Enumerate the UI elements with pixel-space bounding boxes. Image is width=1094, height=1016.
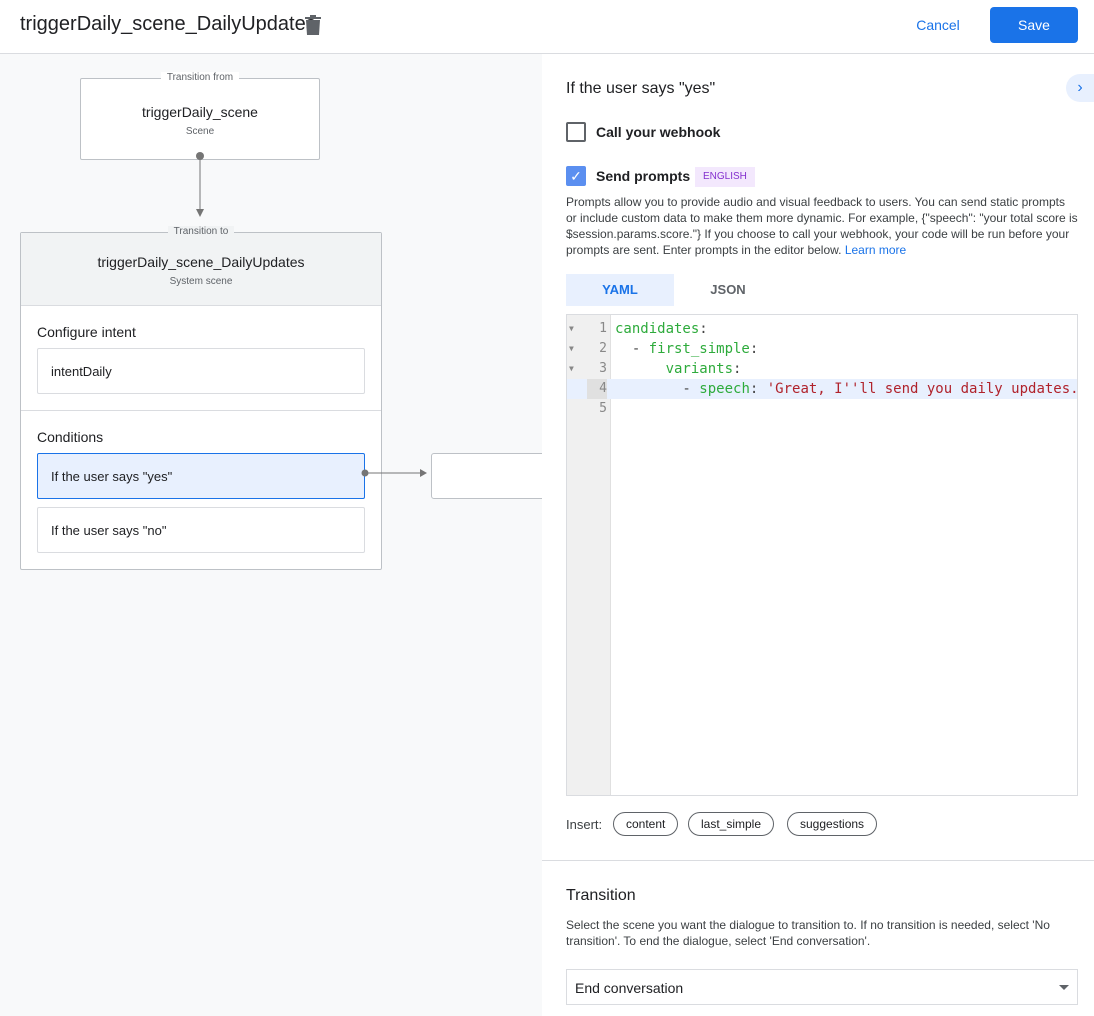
transition-heading: Transition — [566, 887, 636, 904]
transition-to-node: Transition to triggerDaily_scene_DailyUp… — [20, 226, 382, 570]
condition-no[interactable]: If the user says "no" — [37, 507, 365, 553]
tab-yaml[interactable]: YAML — [566, 274, 674, 306]
code-key: speech — [699, 381, 750, 397]
top-bar: triggerDaily_scene_DailyUpdates Cancel S… — [0, 0, 1094, 54]
page-title: triggerDaily_scene_DailyUpdates — [20, 13, 316, 35]
code-key: first_simple — [648, 341, 750, 357]
line-number: 4 — [587, 379, 607, 399]
code-punct: : — [733, 361, 742, 377]
to-scene-type: System scene — [169, 276, 233, 287]
code-key: variants — [665, 361, 734, 377]
connector-arrow — [196, 152, 204, 217]
fold-icon[interactable]: ▼ — [569, 364, 574, 373]
line-number: 3 — [599, 361, 607, 376]
code-punct: : — [749, 341, 759, 357]
dropdown-arrow-icon — [1059, 985, 1069, 995]
code-indent: - — [615, 381, 700, 397]
line-number: 5 — [599, 401, 607, 416]
learn-more-link[interactable]: Learn more — [844, 243, 907, 257]
send-prompts-label: Send prompts — [596, 168, 691, 184]
transition-from-label: Transition from — [160, 72, 240, 83]
code-key: candidates — [615, 321, 700, 337]
transition-select-value: End conversation — [575, 980, 684, 996]
transition-select[interactable]: End conversation — [566, 969, 1078, 1005]
from-scene-type: Scene — [185, 126, 215, 137]
transition-description: Select the scene you want the dialogue t… — [566, 918, 1050, 948]
prompts-description: Prompts allow you to provide audio and v… — [566, 194, 1078, 258]
tab-json[interactable]: JSON — [710, 282, 746, 297]
code-punct: : — [699, 321, 708, 337]
cancel-button[interactable]: Cancel — [903, 8, 973, 42]
webhook-label: Call your webhook — [596, 124, 721, 140]
condition-connector-arrow — [361, 469, 427, 477]
to-scene-name: triggerDaily_scene_DailyUpdates — [97, 254, 305, 270]
transition-from-node[interactable]: Transition from triggerDaily_scene Scene — [80, 72, 320, 160]
from-scene-name: triggerDaily_scene — [142, 104, 258, 120]
fold-icon[interactable]: ▼ — [569, 344, 574, 353]
language-badge: ENGLISH — [695, 167, 755, 187]
empty-target-node[interactable] — [431, 453, 542, 499]
transition-to-label: Transition to — [167, 226, 235, 237]
webhook-checkbox[interactable] — [566, 122, 586, 142]
description-text: Prompts allow you to provide audio and v… — [566, 195, 1078, 257]
divider — [542, 860, 1094, 861]
code-line: 4 - speech: 'Great, I''ll send you daily… — [567, 379, 1079, 399]
intent-item[interactable]: intentDaily — [37, 348, 365, 394]
details-panel — [542, 54, 1094, 1016]
insert-chip-suggestions[interactable]: suggestions — [787, 812, 878, 836]
code-line: ▼ 3 variants: — [567, 359, 1077, 379]
condition-yes[interactable]: If the user says "yes" — [37, 453, 365, 499]
code-indent — [615, 361, 666, 377]
delete-icon[interactable] — [304, 14, 322, 36]
panel-heading: If the user says "yes" — [566, 80, 716, 97]
code-punct: : — [749, 381, 767, 397]
code-string: 'Great, I''ll send you daily updates. — [766, 381, 1079, 397]
send-prompts-checkbox[interactable]: ✓ — [566, 166, 586, 186]
line-number: 1 — [599, 321, 607, 336]
configure-intent-label: Configure intent — [37, 324, 136, 340]
conditions-label: Conditions — [37, 429, 104, 445]
chevron-right-icon[interactable]: › — [1066, 74, 1094, 102]
save-button[interactable]: Save — [990, 7, 1078, 43]
fold-icon[interactable]: ▼ — [569, 324, 574, 333]
code-line: 5 — [567, 399, 1077, 419]
code-line: ▼ 2 - first_simple: — [567, 339, 1077, 359]
insert-label: Insert: — [566, 817, 603, 832]
scene-canvas: Transition from triggerDaily_scene Scene… — [0, 54, 542, 1016]
code-editor[interactable]: ▼ 1 candidates: ▼ 2 - first_simple: ▼ 3 varian… — [566, 314, 1079, 796]
code-line: ▼ 1 candidates: — [567, 319, 1077, 339]
line-number: 2 — [599, 341, 607, 356]
insert-chip-last-simple[interactable]: last_simple — [688, 812, 775, 836]
code-indent: - — [615, 341, 649, 357]
insert-chip-content[interactable]: content — [613, 812, 679, 836]
